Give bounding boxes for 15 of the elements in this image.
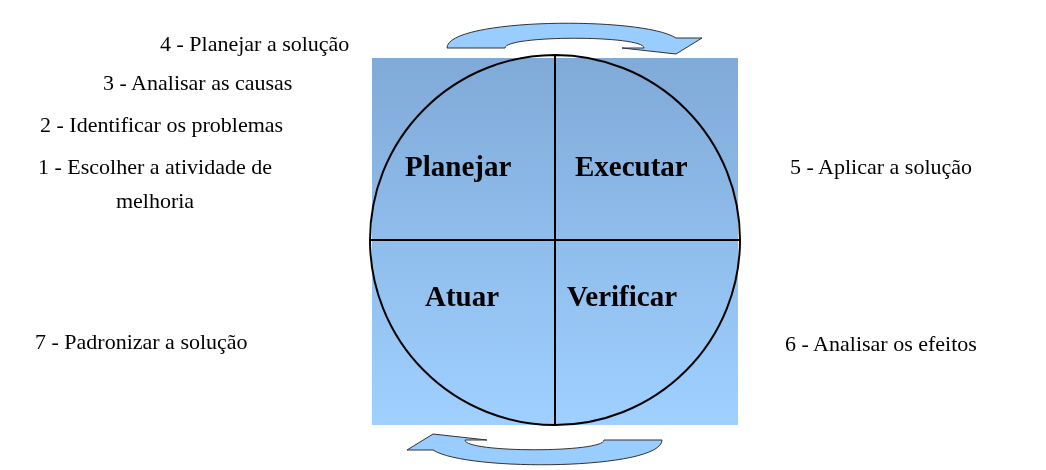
quadrant-title: Atuar <box>425 280 500 313</box>
quadrant <box>370 240 555 425</box>
step-label: 6 - Analisar os efeitos <box>785 330 978 358</box>
quadrant <box>370 55 555 240</box>
step-label: 1 - Escolher a atividade de melhoria <box>37 153 273 215</box>
quadrant <box>555 55 740 240</box>
step-label: 7 - Padronizar a solução <box>35 328 249 356</box>
quadrant-title: Executar <box>575 150 688 183</box>
quadrant <box>555 240 740 425</box>
step-label: 5 - Aplicar a solução <box>790 153 974 181</box>
step-label: 3 - Analisar as causas <box>103 69 294 97</box>
quadrant-title: Planejar <box>405 150 512 183</box>
step-label: 4 - Planejar a solução <box>160 30 351 58</box>
quadrant-title: Verificar <box>567 280 678 313</box>
step-label: 2 - Identificar os problemas <box>40 111 285 139</box>
